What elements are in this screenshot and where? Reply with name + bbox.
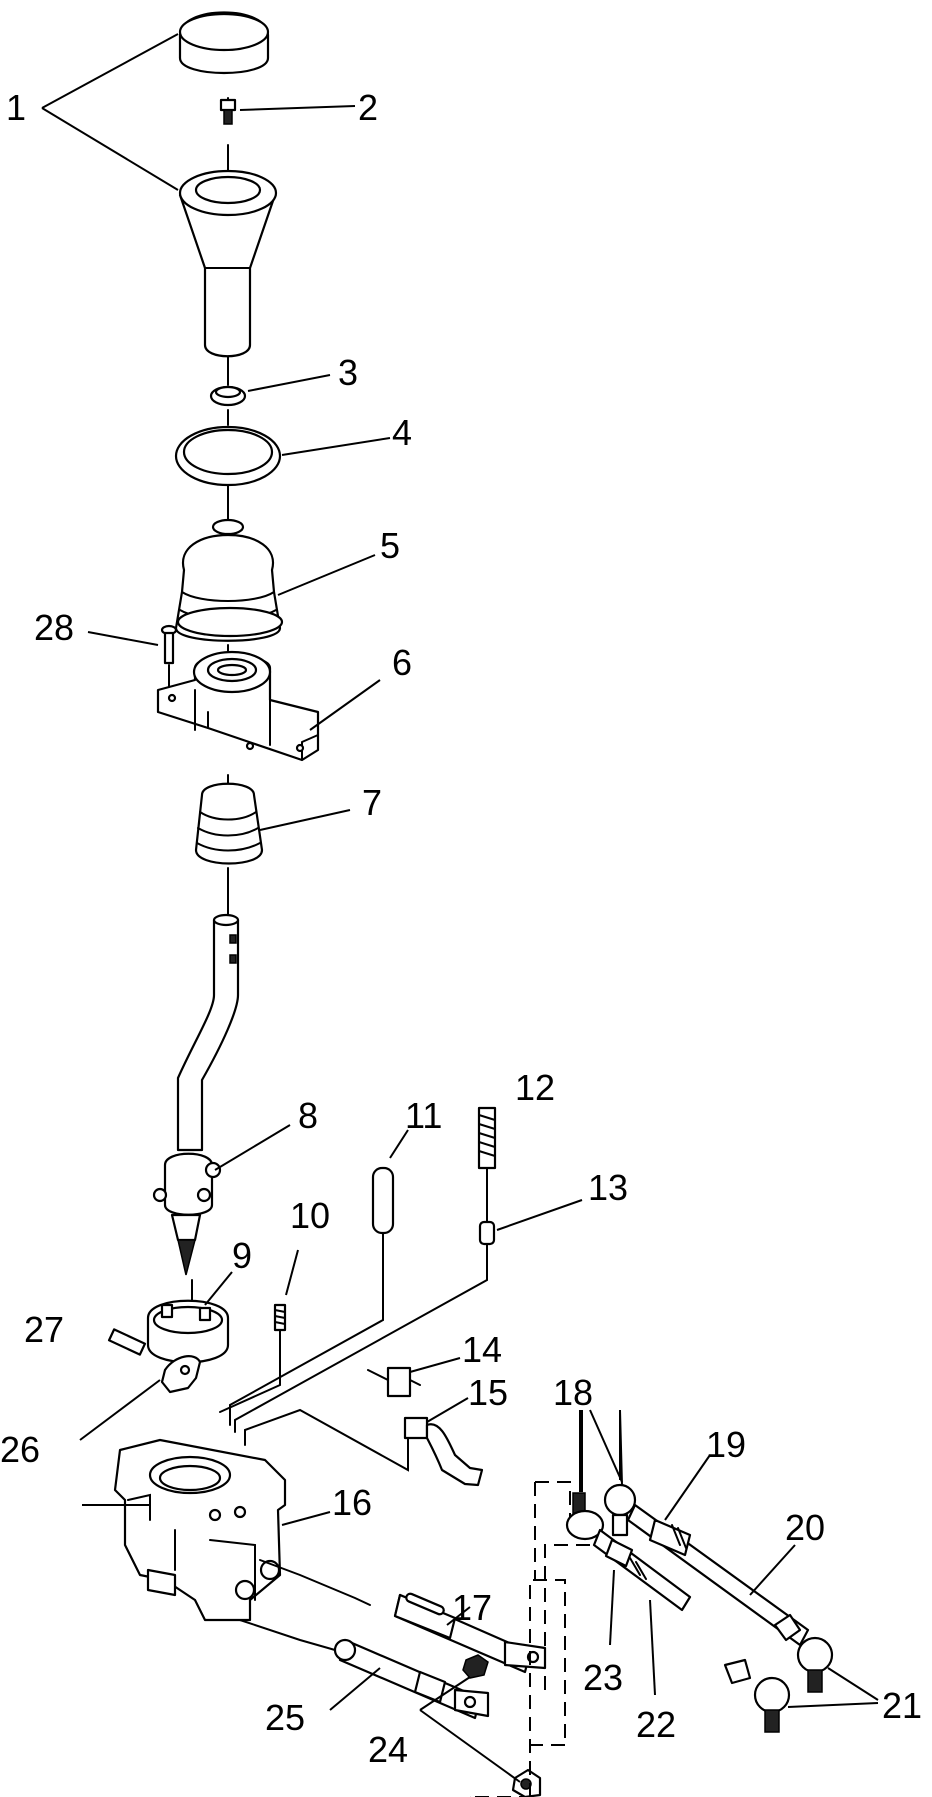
callout-9: 9 — [232, 1235, 252, 1276]
callout-23: 23 — [583, 1657, 623, 1698]
callout-13: 13 — [588, 1167, 628, 1208]
callout-14: 14 — [462, 1329, 502, 1370]
callout-labels: 1 2 3 4 5 6 7 8 9 10 11 12 13 14 15 16 1… — [0, 87, 922, 1770]
callout-24: 24 — [368, 1729, 408, 1770]
callout-21: 21 — [882, 1685, 922, 1726]
callout-20: 20 — [785, 1507, 825, 1548]
small-spring — [219, 1303, 287, 1413]
callout-25: 25 — [265, 1697, 305, 1738]
callout-22: 22 — [636, 1704, 676, 1745]
ball-joint-21 — [723, 1613, 834, 1733]
detent-pin — [229, 1166, 395, 1426]
neutral-switch — [367, 1366, 421, 1398]
callout-3: 3 — [338, 352, 358, 393]
retaining-ring — [174, 425, 282, 487]
rod-nut — [462, 1654, 542, 1797]
switch-connector — [244, 1408, 484, 1487]
plunger — [234, 1220, 496, 1433]
lever-collar — [146, 1299, 230, 1364]
roll-pin — [107, 1328, 147, 1356]
leader-lines — [41, 33, 879, 1783]
callout-27: 27 — [24, 1309, 64, 1350]
callout-28: 28 — [34, 607, 74, 648]
callout-8: 8 — [298, 1095, 318, 1136]
callout-12: 12 — [515, 1067, 555, 1108]
lower-boot — [194, 782, 264, 916]
callout-11: 11 — [405, 1095, 442, 1136]
shift-fork — [160, 1355, 202, 1394]
callout-15: 15 — [468, 1372, 508, 1413]
callout-4: 4 — [392, 412, 412, 453]
upper-shift-rod — [393, 1592, 547, 1674]
lower-shift-rod — [333, 1638, 490, 1720]
callout-10: 10 — [290, 1195, 330, 1236]
callout-19: 19 — [706, 1424, 746, 1465]
callout-6: 6 — [392, 642, 412, 683]
callout-2: 2 — [358, 87, 378, 128]
bushing — [209, 385, 247, 407]
rod-22 — [592, 1528, 692, 1612]
shift-knob — [178, 169, 278, 358]
mounting-screw — [160, 624, 178, 689]
callout-1: 1 — [6, 87, 26, 128]
rod-end-18 — [565, 1483, 637, 1541]
callout-5: 5 — [380, 525, 400, 566]
gear-case — [113, 1438, 287, 1622]
callout-7: 7 — [362, 782, 382, 823]
shifter-housing — [156, 650, 320, 762]
callout-16: 16 — [332, 1482, 372, 1523]
knob-screw — [219, 98, 237, 125]
cable-routing-dashed — [475, 1481, 600, 1797]
knob-cap — [178, 11, 270, 75]
shift-boot — [174, 518, 284, 642]
shift-lever — [152, 913, 240, 1276]
callout-26: 26 — [0, 1429, 40, 1470]
linkage-centerlines — [239, 1559, 371, 1651]
detent-spring — [477, 1106, 497, 1223]
callout-17: 17 — [452, 1587, 492, 1628]
callout-18: 18 — [553, 1372, 593, 1413]
